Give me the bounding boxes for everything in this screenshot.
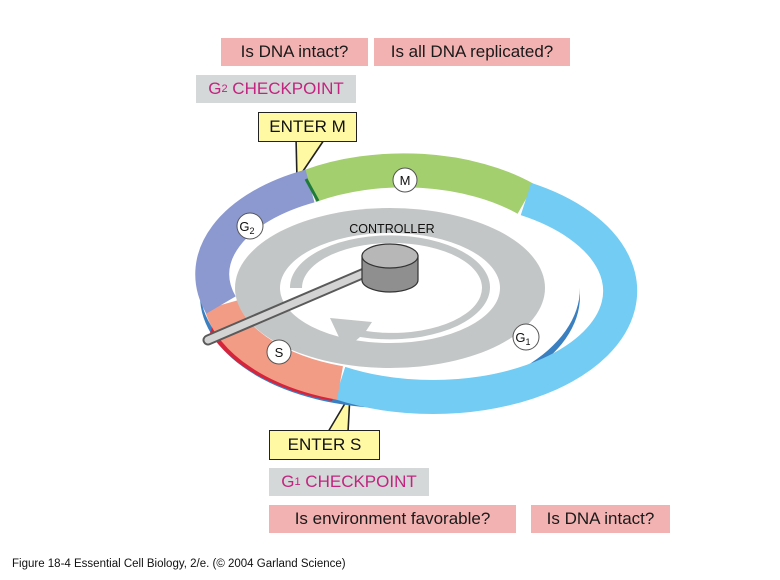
g2-checkpoint-suffix: CHECKPOINT xyxy=(227,79,344,98)
g2-phase-segment xyxy=(195,169,315,314)
g1-checkpoint-prefix: G xyxy=(281,472,295,491)
m-phase-segment xyxy=(304,153,535,214)
s-phase-label: S xyxy=(275,345,284,360)
g1-checkpoint-sub: 1 xyxy=(294,476,301,488)
cycle-arrow xyxy=(289,235,490,350)
g2-checkpoint-sub: 2 xyxy=(221,83,228,95)
g1-question-environment: Is environment favorable? xyxy=(269,505,516,533)
g2-question-dna-replicated: Is all DNA replicated? xyxy=(374,38,570,66)
s-phase-circle xyxy=(266,339,292,365)
enter-s-label: ENTER S xyxy=(269,430,380,460)
g2-checkpoint-prefix: G xyxy=(208,79,222,98)
g2-phase-circle xyxy=(236,212,264,240)
controller-label: CONTROLLER xyxy=(349,222,434,236)
m-phase-label: M xyxy=(400,173,411,188)
controller-arm-highlight xyxy=(204,264,380,344)
controller-cylinder xyxy=(361,243,419,293)
g1-phase-label: G1 xyxy=(515,330,530,347)
figure-caption: Figure 18-4 Essential Cell Biology, 2/e.… xyxy=(12,558,346,570)
g1-question-dna-intact: Is DNA intact? xyxy=(531,505,670,533)
g2-phase-label: G2 xyxy=(239,219,254,236)
enter-m-label: ENTER M xyxy=(258,112,357,142)
g1-checkpoint-suffix: CHECKPOINT xyxy=(300,472,417,491)
g1-phase-circle xyxy=(512,323,540,351)
m-phase-circle xyxy=(392,167,418,193)
s-phase-segment xyxy=(204,299,344,400)
wheel-ring xyxy=(195,153,638,414)
g2-question-dna-intact: Is DNA intact? xyxy=(221,38,368,66)
g1-phase-segment xyxy=(334,182,638,414)
m-phase-divider xyxy=(304,178,320,202)
